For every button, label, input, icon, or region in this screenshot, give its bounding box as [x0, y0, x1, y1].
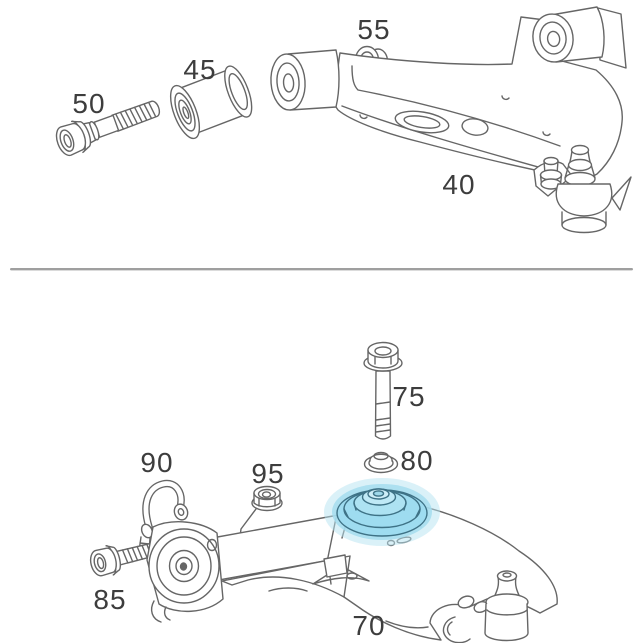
part-callout-80: 80 — [400, 445, 434, 476]
upper-assembly-section — [55, 6, 632, 234]
cap-nut-80-illustration — [363, 451, 399, 474]
part-callout-70: 70 — [352, 610, 386, 641]
part-callout-95: 95 — [251, 458, 285, 489]
part-callout-90: 90 — [140, 447, 174, 478]
part-callout-85: 85 — [93, 584, 127, 615]
bolt-85-illustration — [89, 542, 158, 577]
part-callout-45: 45 — [183, 54, 217, 85]
section-divider — [10, 268, 633, 271]
part-callout-50: 50 — [72, 88, 106, 119]
bolt-50-illustration — [55, 100, 161, 157]
highlighted-bushing-illustration — [324, 478, 440, 546]
part-callout-55: 55 — [357, 14, 391, 45]
upper-control-arm-40-illustration — [270, 6, 632, 234]
bushing-45-illustration — [169, 65, 253, 140]
nut-95-illustration — [251, 485, 283, 512]
bolt-75-illustration — [363, 341, 403, 440]
part-callout-75: 75 — [392, 381, 426, 412]
part-callout-40: 40 — [442, 169, 476, 200]
lower-assembly-section — [89, 341, 558, 643]
